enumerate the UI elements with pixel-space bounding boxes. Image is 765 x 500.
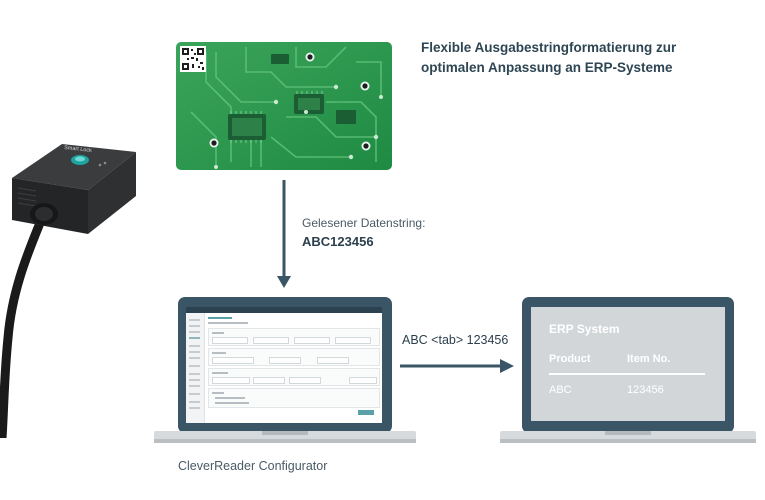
erp-cell-item-no: 123456	[627, 384, 664, 396]
configurator-main	[208, 316, 380, 420]
data-string-value: ABC123456	[302, 234, 374, 249]
erp-cell-product: ABC	[549, 384, 572, 396]
erp-divider	[549, 373, 705, 375]
qr-code-icon	[180, 46, 206, 72]
scanner-brand-label: Smart Lock	[64, 145, 93, 154]
arrow-down-icon	[277, 180, 291, 288]
configurator-caption: CleverReader Configurator	[178, 459, 328, 473]
scanner-device: Smart Lock	[0, 144, 136, 438]
transfer-label: ABC <tab> 123456	[402, 333, 509, 347]
erp-column-product: Product	[549, 353, 591, 365]
configurator-titlebar	[186, 307, 382, 313]
headline-line-1: Flexible Ausgabestringformatierung zur	[421, 40, 677, 55]
configurator-sidebar	[186, 313, 205, 423]
pcb-board	[176, 42, 392, 170]
arrow-right-icon	[400, 359, 514, 373]
configurator-screen	[186, 307, 382, 423]
headline-line-2: optimalen Anpassung an ERP-Systeme	[421, 60, 673, 75]
data-string-label: Gelesener Datenstring:	[302, 216, 426, 230]
headline: Flexible Ausgabestringformatierung zur o…	[421, 38, 741, 78]
erp-column-item-no: Item No.	[627, 353, 671, 365]
erp-screen	[531, 307, 725, 421]
erp-title: ERP System	[549, 322, 620, 336]
